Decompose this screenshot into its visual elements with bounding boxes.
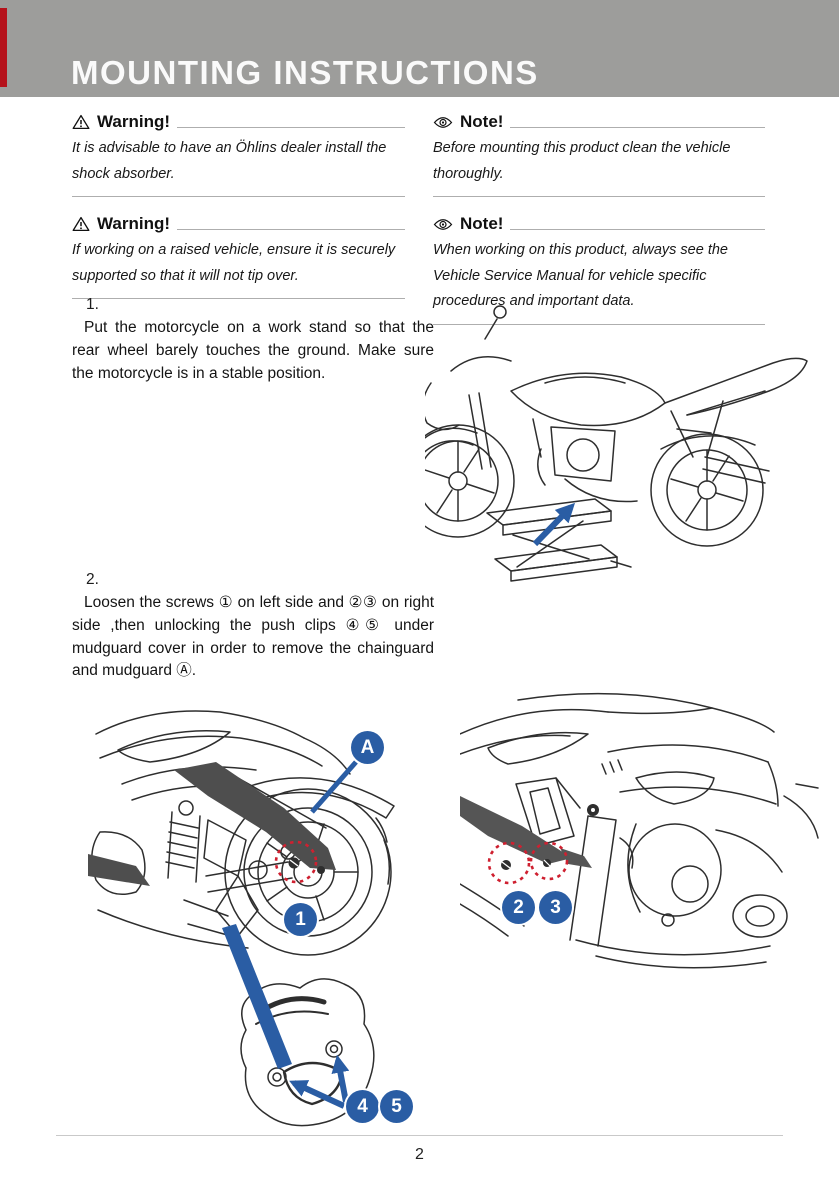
header-band: MOUNTING INSTRUCTIONS <box>0 0 839 97</box>
right-side-illustration <box>460 692 819 969</box>
note-column: Note! Before mounting this product clean… <box>433 112 765 325</box>
heading-rule <box>177 229 405 231</box>
page-title: MOUNTING INSTRUCTIONS <box>71 54 539 91</box>
callout-badge-5: 5 <box>380 1090 413 1123</box>
heading-rule <box>177 127 405 128</box>
footer-divider <box>56 1135 783 1136</box>
note-text: Before mounting this product clean the v… <box>433 136 765 198</box>
step-1-text: Put the motorcycle on a work stand so th… <box>72 319 434 382</box>
heading-rule <box>510 229 765 231</box>
note-eye-icon <box>433 116 453 129</box>
note-eye-icon <box>433 218 453 231</box>
warning-heading: Warning! <box>97 214 171 234</box>
step-2: 2. Loosen the screws ① on left side and … <box>72 571 434 683</box>
warning-heading-row: Warning! <box>72 214 405 234</box>
note-heading-row: Note! <box>433 214 765 234</box>
warning-triangle-icon <box>72 114 90 130</box>
note-heading: Note! <box>460 112 504 131</box>
note-text: When working on this product, always see… <box>433 238 765 325</box>
step-1-number: 1. <box>86 296 99 313</box>
warning-block: Warning! If working on a raised vehicle,… <box>72 214 405 300</box>
callout-badge-2: 2 <box>502 891 535 924</box>
warning-triangle-icon <box>72 216 90 232</box>
heading-rule <box>510 127 765 128</box>
step-1: 1. Put the motorcycle on a work stand so… <box>72 296 434 385</box>
red-edge-tab <box>0 8 7 87</box>
note-block: Note! Before mounting this product clean… <box>433 112 765 198</box>
callout-badge-3: 3 <box>539 891 572 924</box>
note-heading: Note! <box>460 214 504 234</box>
note-heading-row: Note! <box>433 112 765 132</box>
callout-badge-A: A <box>351 731 384 764</box>
warning-block: Warning! It is advisable to have an Öhli… <box>72 112 405 198</box>
warning-column: Warning! It is advisable to have an Öhli… <box>72 112 405 300</box>
warning-heading-row: Warning! <box>72 112 405 132</box>
callout-badge-4: 4 <box>346 1090 379 1123</box>
step-2-number: 2. <box>86 571 99 588</box>
workstand-illustration <box>425 305 808 582</box>
warning-text: If working on a raised vehicle, ensure i… <box>72 238 405 300</box>
warning-text: It is advisable to have an Öhlins dealer… <box>72 136 405 198</box>
note-block: Note! When working on this product, alwa… <box>433 214 765 325</box>
warning-heading: Warning! <box>97 112 171 131</box>
step-2-text: Loosen the screws ① on left side and ②③ … <box>72 594 434 680</box>
rear-left-illustration <box>88 710 395 1127</box>
callout-badge-1: 1 <box>284 903 317 936</box>
page-number: 2 <box>415 1146 424 1163</box>
